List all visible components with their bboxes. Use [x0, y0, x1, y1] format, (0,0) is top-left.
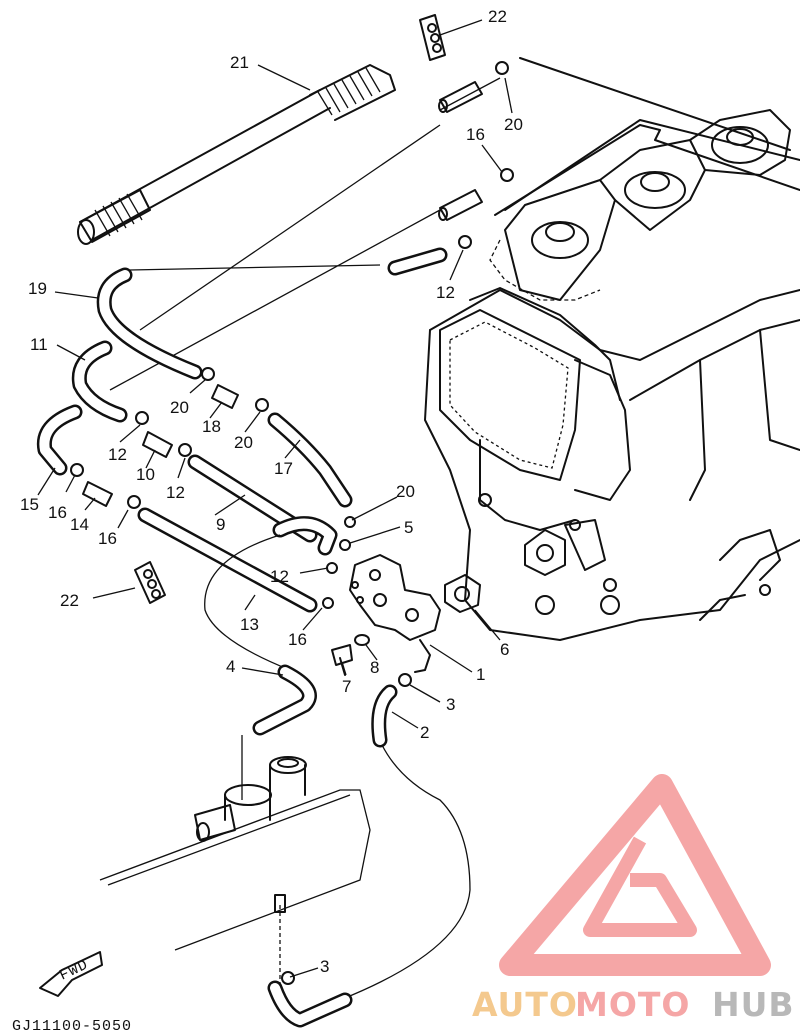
callout-18: 18 — [202, 417, 221, 436]
part-19-hose — [96, 267, 203, 380]
fwd-arrow-icon: FWD — [39, 951, 103, 997]
callout-10: 10 — [136, 465, 155, 484]
part-3-hose-bottom — [267, 894, 353, 1028]
part-7-bolt — [331, 644, 353, 676]
engine-block — [424, 57, 800, 641]
callout-12-top: 12 — [436, 283, 455, 302]
callout-15: 15 — [20, 495, 39, 514]
watermark-auto: AUTO — [472, 985, 578, 1024]
part-1-oil-pump — [349, 554, 441, 673]
callout-20-top: 20 — [504, 115, 523, 134]
callout-16-mid: 16 — [98, 529, 117, 548]
callout-16-left: 16 — [48, 503, 67, 522]
callout-22-top: 22 — [488, 7, 507, 26]
callout-20-right: 20 — [396, 482, 415, 501]
callout-17: 17 — [274, 459, 293, 478]
watermark-moto: MOTO — [575, 985, 690, 1024]
watermark-hub: HUB — [712, 985, 795, 1024]
callout-9: 9 — [216, 515, 225, 534]
hose-clamps — [70, 61, 514, 985]
part-4-hose — [241, 664, 317, 800]
callout-19: 19 — [28, 279, 47, 298]
callout-22-left: 22 — [60, 591, 79, 610]
watermark-logo: AUTO MOTO HUB — [472, 774, 795, 1024]
callout-4: 4 — [226, 657, 235, 676]
callout-20-left: 20 — [170, 398, 189, 417]
part-22-connector-top — [419, 14, 446, 61]
callout-8: 8 — [370, 658, 379, 677]
block-flange — [524, 529, 566, 576]
callout-21: 21 — [230, 53, 249, 72]
callout-5: 5 — [404, 518, 413, 537]
callout-12-mid: 12 — [166, 483, 185, 502]
callout-7: 7 — [342, 677, 351, 696]
diagram-code: GJ11100-5050 — [12, 1018, 132, 1035]
part-2-hose — [339, 684, 471, 1001]
part-17-hose — [267, 412, 353, 508]
callout-labels: 21 22 20 16 12 19 11 20 18 20 17 12 10 1… — [20, 7, 523, 976]
part-11-hose — [71, 340, 128, 423]
callout-1: 1 — [476, 665, 485, 684]
leader-lines — [37, 19, 513, 978]
callout-13: 13 — [240, 615, 259, 634]
callout-6: 6 — [500, 640, 509, 659]
callout-3-lower: 3 — [320, 957, 329, 976]
callout-2: 2 — [420, 723, 429, 742]
part-8-washer — [354, 634, 370, 646]
part-22-connector-left — [134, 561, 166, 604]
callout-16-top: 16 — [466, 125, 485, 144]
callout-12-left: 12 — [108, 445, 127, 464]
callout-12-pump: 12 — [270, 567, 289, 586]
callout-20-mid: 20 — [234, 433, 253, 452]
fwd-label: FWD — [57, 956, 91, 984]
callout-11: 11 — [30, 335, 48, 354]
fuel-filters — [82, 384, 239, 507]
callout-16-pump: 16 — [288, 630, 307, 649]
callout-14: 14 — [70, 515, 89, 534]
part-21-hose — [77, 64, 396, 245]
short-hoses-upper — [109, 77, 501, 391]
oil-tank — [99, 756, 371, 951]
part-15-hose — [36, 404, 83, 476]
part-6-gasket — [444, 574, 481, 613]
part-5-hose — [204, 516, 338, 671]
callout-3-upper: 3 — [446, 695, 455, 714]
